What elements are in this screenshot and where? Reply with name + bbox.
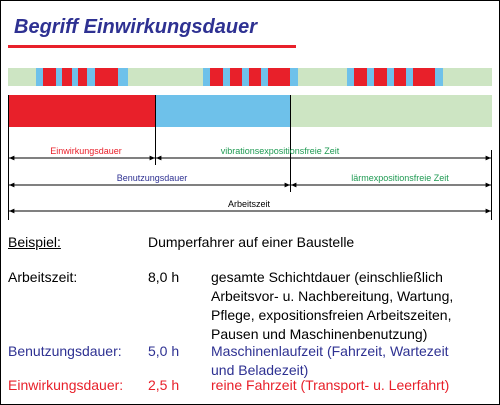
aggregated-time-bar — [8, 95, 492, 127]
title-underline — [8, 45, 296, 48]
row-description: reine Fahrzeit (Transport- u. Leerfahrt) — [211, 376, 493, 395]
striped-timeline-bar — [8, 68, 492, 86]
row-description: Maschinenlaufzeit (Fahrzeit, Wartezeit u… — [211, 342, 493, 380]
label-arbeitszeit: Arbeitszeit — [228, 199, 271, 209]
label-einwirkungsdauer: Einwirkungsdauer — [50, 146, 122, 156]
description-line: Arbeitsvor- u. Nachbereitung, Wartung, — [211, 288, 454, 304]
row-value: 5,0 h — [148, 343, 180, 359]
row-description: gesamte Schichtdauer (einschließlich Arb… — [211, 268, 493, 344]
description-line: Pflege, expositionsfreien Arbeitszeiten, — [211, 307, 452, 323]
label-laermfrei: lärmexpositionsfreie Zeit — [351, 173, 449, 183]
row-value: 2,5 h — [148, 377, 180, 393]
row-value: 8,0 h — [148, 269, 180, 285]
benutzungs-remaining-block — [155, 95, 290, 127]
guide-lines — [8, 95, 492, 220]
page-title: Begriff Einwirkungsdauer — [14, 16, 258, 38]
description-line: reine Fahrzeit (Transport- u. Leerfahrt) — [211, 377, 450, 393]
einwirkungsdauer-block — [8, 95, 155, 127]
example-heading-text: Dumperfahrer auf einer Baustelle — [148, 234, 355, 250]
dimension-arrows — [9, 155, 491, 214]
label-benutzungsdauer: Benutzungsdauer — [117, 173, 188, 183]
laermfrei-block — [290, 95, 492, 127]
exposure-time-diagram: Einwirkungsdauer vibrationsexpositionsfr… — [8, 68, 492, 220]
description-line: und Beladezeit) — [211, 362, 309, 378]
description-line: Pausen und Maschinenbenutzung) — [211, 326, 428, 342]
exposure-segment-1 — [36, 68, 128, 86]
exposure-segment-3 — [347, 68, 443, 86]
description-line: Maschinenlaufzeit (Fahrzeit, Wartezeit — [211, 343, 449, 359]
exposure-segment-2 — [203, 68, 298, 86]
label-vibrationsfrei: vibrationsexpositionsfreie Zeit — [221, 146, 340, 156]
row-label: Benutzungsdauer: — [8, 343, 122, 359]
example-heading: Beispiel: — [8, 234, 61, 250]
row-label: Arbeitszeit: — [8, 269, 78, 285]
description-line: gesamte Schichtdauer (einschließlich — [211, 269, 443, 285]
row-label: Einwirkungsdauer: — [8, 377, 124, 393]
